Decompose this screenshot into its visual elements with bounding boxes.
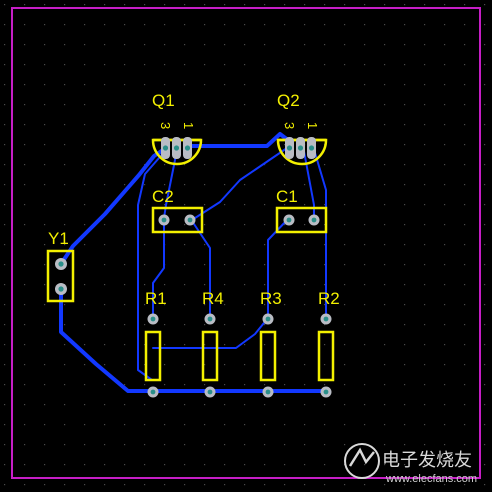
q1-pads <box>161 137 192 159</box>
trace-c2-to-r1 <box>152 217 165 319</box>
r3-label: R3 <box>260 289 282 308</box>
q1-label: Q1 <box>152 91 175 110</box>
c2-label: C2 <box>152 187 174 206</box>
capacitor-c1[interactable]: C1 <box>275 187 328 234</box>
traces <box>59 132 328 393</box>
capacitor-c2[interactable]: C2 <box>151 187 204 234</box>
watermark-text: 电子发烧友 <box>382 450 472 471</box>
crystal-y1[interactable]: Y1 <box>46 229 75 303</box>
transistor-q1[interactable]: Q1 3 1 <box>151 91 203 166</box>
trace-q1-left-to-r1 <box>137 149 167 381</box>
q1-pin3-label: 3 <box>158 122 173 129</box>
r4-label: R4 <box>202 289 224 308</box>
transistor-q2[interactable]: Q2 3 1 <box>276 91 328 166</box>
trace-y1-to-q1 <box>59 146 168 266</box>
q2-pin1-label: 1 <box>305 122 320 129</box>
trace-q2-c1-link <box>302 145 315 219</box>
watermark-url: www.elecfans.com <box>385 473 477 485</box>
trace-q1-to-q2 <box>189 132 290 148</box>
q1-body-outline <box>151 138 203 166</box>
trace-c2-right-to-r4 <box>189 217 211 319</box>
trace-y1-to-bottom-bus <box>59 288 155 393</box>
trace-r1-r4-link <box>152 317 269 349</box>
resistor-r1[interactable]: R1 <box>144 289 167 398</box>
q1-pin1-label: 1 <box>181 122 196 129</box>
q2-label: Q2 <box>277 91 300 110</box>
watermark: 电子发烧友 www.elecfans.com <box>344 443 477 485</box>
board-outline <box>11 7 481 479</box>
trace-c1-to-r3 <box>267 217 290 319</box>
c1-label: C1 <box>276 187 298 206</box>
resistor-r3[interactable]: R3 <box>259 289 282 398</box>
r1-label: R1 <box>145 289 167 308</box>
q2-pin3-label: 3 <box>282 122 297 129</box>
resistor-r4[interactable]: R4 <box>201 289 224 398</box>
y1-label: Y1 <box>48 229 69 248</box>
r2-label: R2 <box>318 289 340 308</box>
q2-pads <box>285 137 316 159</box>
watermark-logo-icon <box>344 443 380 479</box>
q2-body-outline <box>276 138 328 166</box>
trace-q1-mid-to-c2 <box>163 149 178 219</box>
trace-q2-right-to-r2 <box>312 145 327 319</box>
resistor-r2[interactable]: R2 <box>317 289 340 398</box>
